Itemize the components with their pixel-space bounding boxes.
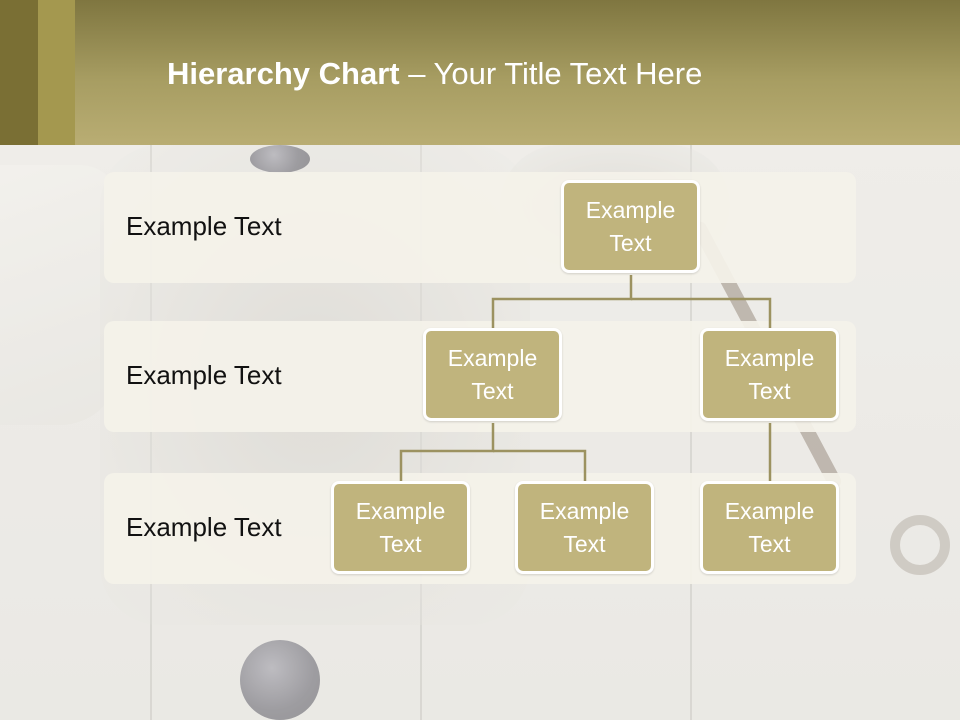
blueberry-shape: [240, 640, 320, 720]
header-accent-bar: [38, 0, 75, 145]
node-root: Example Text: [561, 180, 700, 273]
connector-root-to-level2: [631, 297, 772, 329]
slide-title: Hierarchy Chart – Your Title Text Here: [167, 56, 702, 92]
level-label: Example Text: [126, 512, 282, 542]
connector-left-to-level3: [493, 449, 587, 482]
node-text: Example Text: [585, 196, 676, 256]
level-label: Example Text: [126, 211, 282, 241]
node-text: Example Text: [539, 497, 630, 557]
title-bold: Hierarchy Chart: [167, 56, 400, 91]
vanilla-curl-shape: [890, 515, 950, 575]
level-label: Example Text: [126, 360, 282, 390]
title-header: Hierarchy Chart – Your Title Text Here: [0, 0, 960, 145]
title-rest: Your Title Text Here: [433, 56, 703, 91]
node-text: Example Text: [355, 497, 446, 557]
node-text: Example Text: [724, 497, 815, 557]
node-level3-left: Example Text: [331, 481, 470, 574]
node-level3-middle: Example Text: [515, 481, 654, 574]
blueberry-shape: [250, 145, 310, 173]
title-dash: –: [399, 56, 434, 91]
node-level2-right: Example Text: [700, 328, 839, 421]
header-accent-bar: [0, 0, 38, 145]
connector-root-to-level2: [491, 275, 633, 329]
node-level3-right: Example Text: [700, 481, 839, 574]
node-level2-left: Example Text: [423, 328, 562, 421]
level-band-1: Example Text: [104, 172, 856, 283]
node-text: Example Text: [724, 344, 815, 404]
connector-left-to-level3: [399, 423, 495, 482]
plank-line: [690, 145, 692, 720]
node-text: Example Text: [447, 344, 538, 404]
